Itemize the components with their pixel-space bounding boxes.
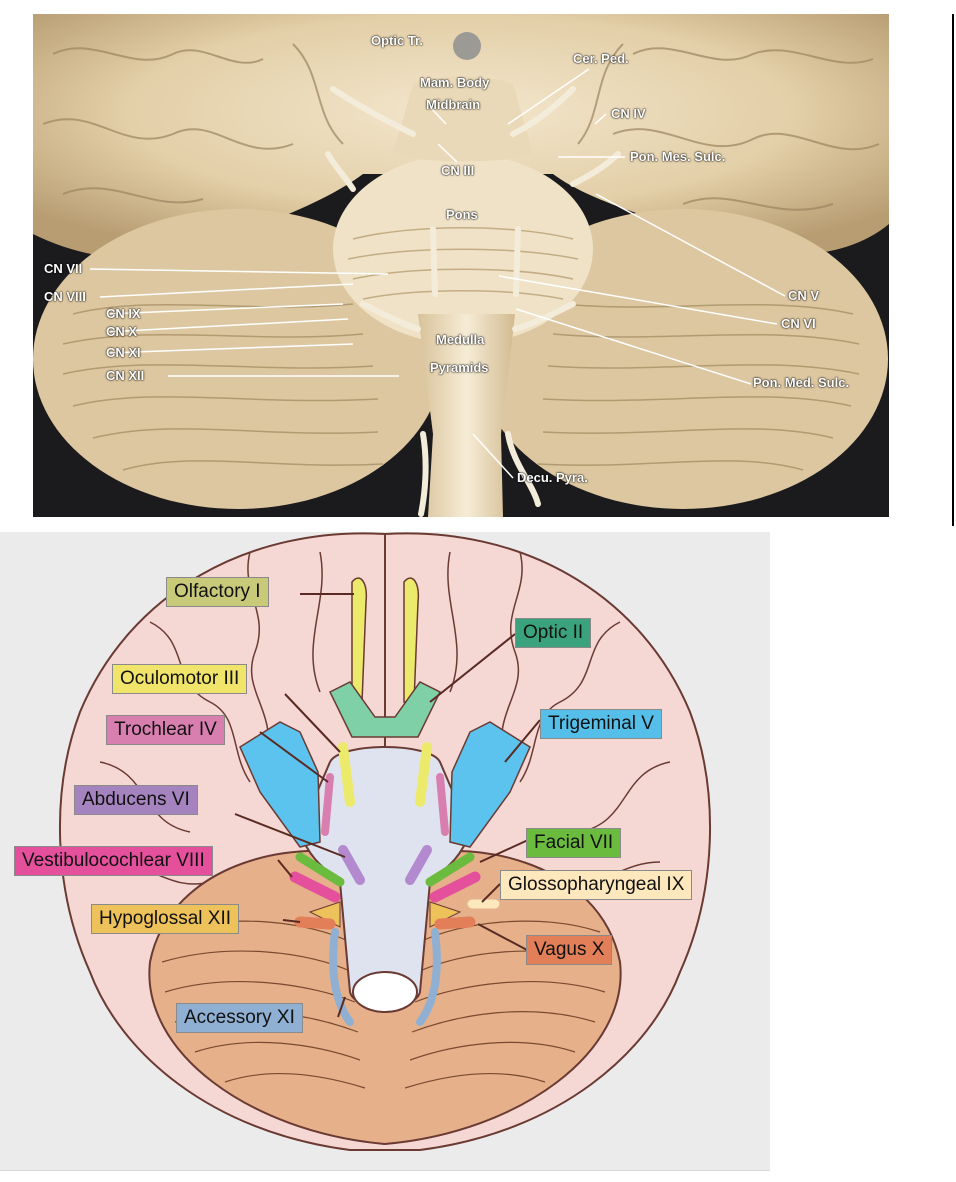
label-decussation-pyramids: Decu. Pyra. — [517, 470, 588, 485]
glossopharyngeal-label: Glossopharyngeal IX — [500, 870, 693, 900]
diagram-leader-lines — [234, 593, 541, 1018]
label-cn-viii: CN VIII — [44, 289, 86, 304]
facial-label: Facial VII — [526, 828, 622, 858]
diagram-gyri — [99, 551, 671, 885]
oculomotor-label: Oculomotor III — [112, 664, 248, 694]
photo-nerve-roots — [325, 86, 621, 517]
divider-horizontal — [0, 1170, 770, 1171]
gyri — [42, 43, 880, 211]
vestibulocochlear-nerve-right — [429, 871, 481, 903]
oculomotor-nerve-left — [338, 742, 355, 807]
vestibulocochlear-label: Vestibulocochlear VIII — [14, 846, 213, 876]
cranial-nerves-diagram: Olfactory I Optic II Oculomotor III Troc… — [0, 532, 770, 1170]
vestibulocochlear-nerve-left — [289, 871, 341, 903]
facial-nerve-right — [425, 852, 475, 887]
olfactory-nerve-left — [351, 577, 368, 703]
label-mammillary-body: Mam. Body — [420, 75, 490, 90]
diagram-spinal-cord — [352, 971, 418, 1013]
trigeminal-nerve-left — [239, 721, 321, 848]
olfactory-label: Olfactory I — [166, 577, 269, 607]
label-cn-iii: CN III — [441, 163, 475, 178]
accessory-nerve-left — [329, 928, 354, 1026]
accessory-nerve-right — [416, 928, 441, 1026]
label-cn-xii: CN XII — [106, 368, 145, 383]
trochlear-label: Trochlear IV — [106, 715, 225, 745]
label-cn-vi: CN VI — [781, 316, 816, 331]
label-cerebral-peduncle: Cer. Ped. — [573, 51, 629, 66]
label-cn-vii: CN VII — [44, 261, 83, 276]
label-cn-x: CN X — [106, 324, 138, 339]
trigeminal-nerve-right — [449, 721, 531, 848]
hypoglossal-nerve-left — [294, 916, 336, 930]
optic-label: Optic II — [515, 618, 592, 648]
accessory-label: Accessory XI — [176, 1003, 303, 1033]
trochlear-nerve-right — [436, 773, 449, 836]
midbrain — [393, 76, 533, 162]
optic-chiasm — [328, 681, 442, 738]
trochlear-nerve-left — [321, 773, 334, 836]
vagus-nerve-right — [434, 916, 476, 930]
label-optic-tract: Optic Tr. — [371, 33, 424, 48]
facial-nerve-left — [295, 852, 345, 887]
vagus-label: Vagus X — [526, 935, 613, 965]
label-cn-iv: CN IV — [611, 106, 646, 121]
divider-vertical — [952, 14, 954, 526]
label-medulla: Medulla — [436, 332, 485, 347]
pons-striations — [347, 227, 579, 300]
label-pyramids: Pyramids — [430, 360, 489, 375]
brainstem-photo: Optic Tr. Cer. Ped. Mam. Body Midbrain C… — [33, 14, 889, 517]
photo-leader-lines — [89, 68, 786, 479]
label-midbrain: Midbrain — [426, 97, 481, 112]
medulla — [418, 314, 515, 517]
label-pontomedullary-sulcus: Pon. Med. Sulc. — [753, 375, 850, 390]
oculomotor-nerve-right — [415, 742, 432, 807]
pituitary-stalk — [453, 32, 481, 60]
label-cn-v: CN V — [788, 288, 820, 303]
label-pontomesencephalic-sulcus: Pon. Mes. Sulc. — [630, 149, 726, 164]
label-pons: Pons — [446, 207, 478, 222]
brainstem-photo-drawing — [33, 14, 889, 517]
olfactory-nerve-right — [403, 577, 420, 703]
abducens-nerve-right — [405, 845, 432, 885]
abducens-nerve-left — [338, 845, 365, 885]
cerebellar-folia — [62, 303, 860, 471]
abducens-label: Abducens VI — [74, 785, 198, 815]
label-cn-xi: CN XI — [106, 345, 141, 360]
trigeminal-label: Trigeminal V — [540, 709, 662, 739]
hypoglossal-label: Hypoglossal XII — [91, 904, 240, 934]
label-cn-ix: CN IX — [106, 306, 141, 321]
